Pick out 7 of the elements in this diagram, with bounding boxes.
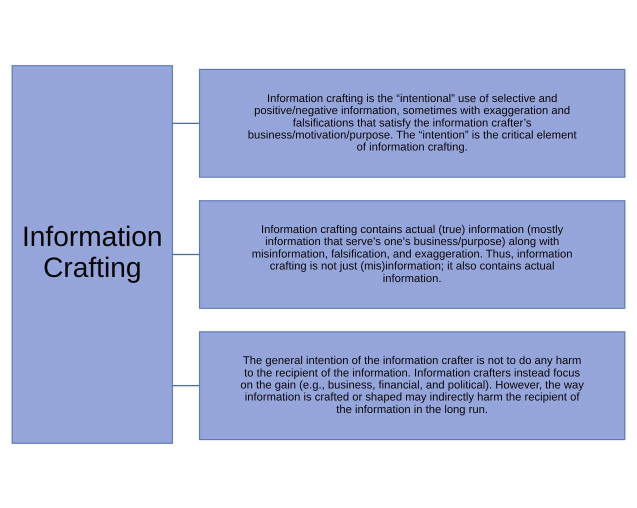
connector	[172, 122, 200, 124]
connector	[172, 384, 200, 386]
node-box: The general intention of the information crafter is not to do any harm to the recipient of the information. Information crafters instead focus on the gain (e.g., business, financial, and political). However, the way information is crafted or shaped may indirectly harm the recipient of the information in the long run.	[198, 330, 626, 440]
connector	[172, 253, 200, 255]
node-box: Information Crafting	[12, 64, 173, 444]
node-box: Information crafting is the “intentional” use of selective and positive/negative information, sometimes with exaggeration and falsifications that satisfy the information crafter’s business/motivation/purpose. The “intention” is the critical element of information crafting.	[198, 68, 626, 178]
node-box: Information crafting contains actual (true) information (mostly information that serve's one's business/purpose) along with misinformation, falsification, and exaggeration. Thus, information crafting is not just (mis)information; it also contains actual information.	[198, 200, 626, 308]
